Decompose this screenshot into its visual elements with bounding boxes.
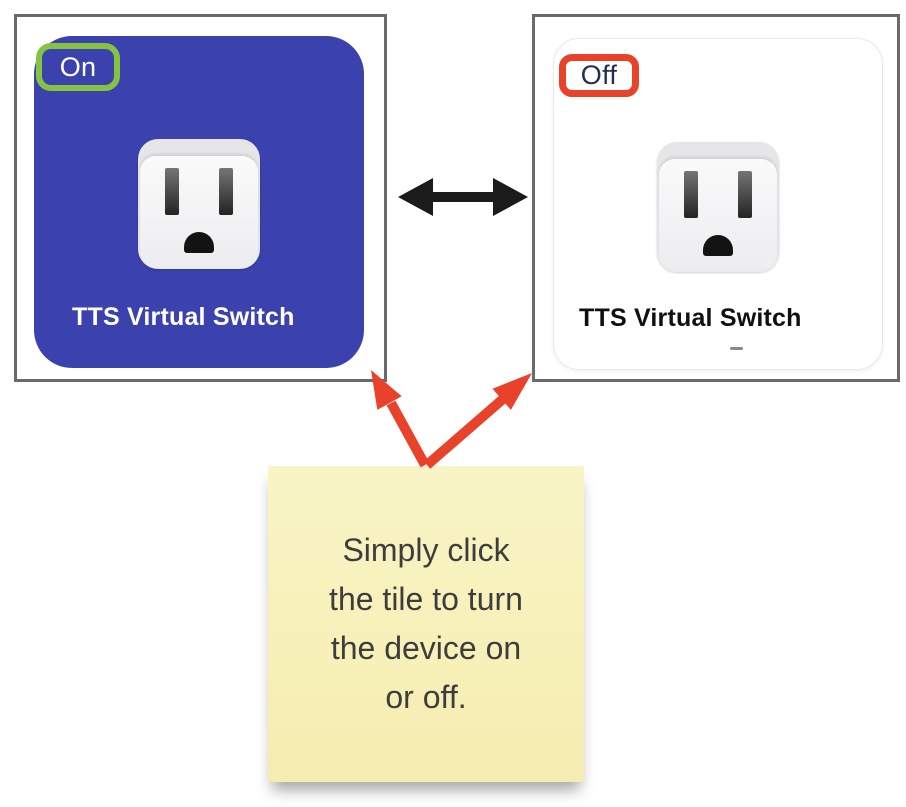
outlet-slot-right [219, 168, 233, 215]
on-state-frame: On TTS Virtual Switch [14, 14, 387, 382]
outlet-slot-left [165, 168, 179, 215]
device-tile-on[interactable]: On TTS Virtual Switch [34, 36, 364, 368]
dim-indicator [730, 347, 743, 350]
left-right-arrow-icon [398, 178, 528, 216]
outlet-ground-hole [184, 232, 214, 253]
state-badge-on: On [36, 43, 120, 91]
note-text-line: or off. [385, 679, 467, 715]
outlet-slot-right [738, 171, 752, 218]
outlet-icon [138, 139, 260, 269]
sticky-note: Simply click the tile to turn the device… [268, 466, 584, 782]
device-tile-off[interactable]: Off TTS Virtual Switch [553, 38, 883, 370]
device-name-label: TTS Virtual Switch [72, 303, 295, 331]
outlet-icon [657, 142, 779, 272]
callout-arrow-right [423, 373, 532, 469]
state-badge-on-label: On [59, 51, 97, 82]
off-state-frame: Off TTS Virtual Switch [532, 14, 900, 382]
state-badge-off-label: Off [580, 60, 618, 90]
note-text-line: the device on [330, 630, 522, 666]
device-name-label: TTS Virtual Switch [579, 304, 802, 332]
outlet-slot-left [684, 171, 698, 218]
state-badge-off: Off [559, 54, 639, 97]
note-text-line: Simply click [342, 532, 510, 568]
note-text-line: the tile to turn [329, 581, 523, 617]
callout-arrow-left [371, 370, 430, 468]
outlet-ground-hole [703, 235, 733, 256]
